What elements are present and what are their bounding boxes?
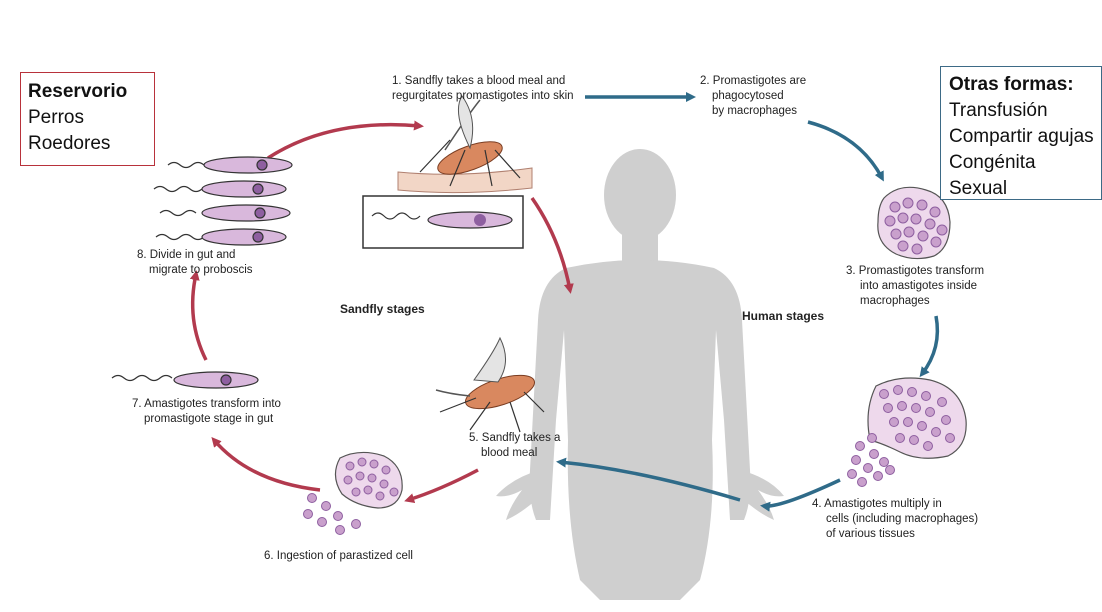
step-5-line-1: 5. Sandfly takes a bbox=[469, 432, 561, 444]
arrow-4-to-5b bbox=[556, 457, 741, 502]
reservoir-item: Perros bbox=[28, 107, 84, 128]
promastigote-gut bbox=[111, 371, 259, 389]
step-6-line-1: 6. Ingestion of parastized cell bbox=[264, 550, 413, 562]
sandfly-stages-label: Sandfly stages bbox=[340, 302, 425, 316]
human-arrows bbox=[556, 92, 940, 512]
step-1-line-1: 1. Sandfly takes a blood meal and bbox=[392, 75, 566, 87]
step-4-line-1: 4. Amastigotes multiply in bbox=[812, 498, 942, 510]
macrophage-cell bbox=[877, 186, 951, 260]
arrow-8-to-1 bbox=[267, 120, 424, 160]
step-8-line-2: migrate to proboscis bbox=[149, 264, 253, 276]
step-3-label: 3. Promastigotes transform into amastigo… bbox=[846, 264, 984, 309]
other-forms-item: Sexual bbox=[949, 178, 1008, 199]
step-4-line-3: of various tissues bbox=[826, 528, 915, 540]
step-3-line-1: 3. Promastigotes transform bbox=[846, 265, 985, 277]
reservoir-box: Reservorio Perros Roedores bbox=[20, 72, 155, 166]
step-2-line-1: 2. Promastigotes are bbox=[700, 75, 807, 87]
promastigotes-dividing bbox=[153, 156, 293, 246]
step-2-label: 2. Promastigotes are phagocytosed by mac… bbox=[700, 74, 806, 119]
step-7-label: 7. Amastigotes transform into promastigo… bbox=[132, 397, 281, 427]
step-5-line-2: blood meal bbox=[481, 447, 538, 459]
step-4-label: 4. Amastigotes multiply in cells (includ… bbox=[812, 497, 978, 542]
arrow-7-to-8 bbox=[189, 270, 208, 361]
reservoir-item: Roedores bbox=[28, 133, 111, 154]
other-forms-box: Otras formas: Transfusión Compartir aguj… bbox=[940, 66, 1102, 200]
human-stages-label: Human stages bbox=[742, 309, 825, 323]
parasitized-cell bbox=[303, 451, 403, 535]
reservoir-title: Reservorio bbox=[28, 81, 128, 102]
step-1-line-2: regurgitates promastigotes into skin bbox=[392, 90, 574, 102]
step-2-line-3: by macrophages bbox=[712, 105, 798, 117]
other-forms-title: Otras formas: bbox=[949, 74, 1074, 95]
arrow-3-to-4 bbox=[919, 315, 940, 378]
step-8-line-1: 8. Divide in gut and bbox=[137, 249, 236, 261]
arrow-5-to-6 bbox=[404, 468, 479, 503]
step-1-label: 1. Sandfly takes a blood meal and regurg… bbox=[392, 74, 574, 104]
arrow-2-to-3 bbox=[807, 120, 884, 182]
ruptured-cell bbox=[847, 377, 967, 487]
promastigote-inset bbox=[362, 195, 524, 249]
other-forms-item: Transfusión bbox=[949, 100, 1048, 121]
step-5-label: 5. Sandfly takes a blood meal bbox=[469, 431, 560, 461]
step-2-line-2: phagocytosed bbox=[712, 90, 784, 102]
step-3-line-2: into amastigotes inside bbox=[860, 280, 977, 292]
other-forms-item: Compartir agujas bbox=[949, 126, 1094, 147]
arrow-1-to-5 bbox=[530, 196, 574, 294]
step-7-line-2: promastigote stage in gut bbox=[144, 413, 274, 425]
step-7-line-1: 7. Amastigotes transform into bbox=[132, 398, 281, 410]
step-6-label: 6. Ingestion of parastized cell bbox=[264, 549, 413, 564]
sandfly-blood-meal bbox=[435, 336, 545, 433]
step-8-label: 8. Divide in gut and migrate to probosci… bbox=[137, 248, 253, 278]
arrow-6-to-7 bbox=[211, 436, 321, 492]
sandfly-arrows bbox=[189, 120, 574, 503]
step-4-line-2: cells (including macrophages) bbox=[826, 513, 979, 525]
human-silhouette bbox=[496, 149, 784, 600]
arrow-4-to-5 bbox=[760, 478, 841, 512]
sandfly-feeding bbox=[397, 95, 533, 194]
other-forms-item: Congénita bbox=[949, 152, 1036, 173]
step-3-line-3: macrophages bbox=[860, 295, 930, 307]
